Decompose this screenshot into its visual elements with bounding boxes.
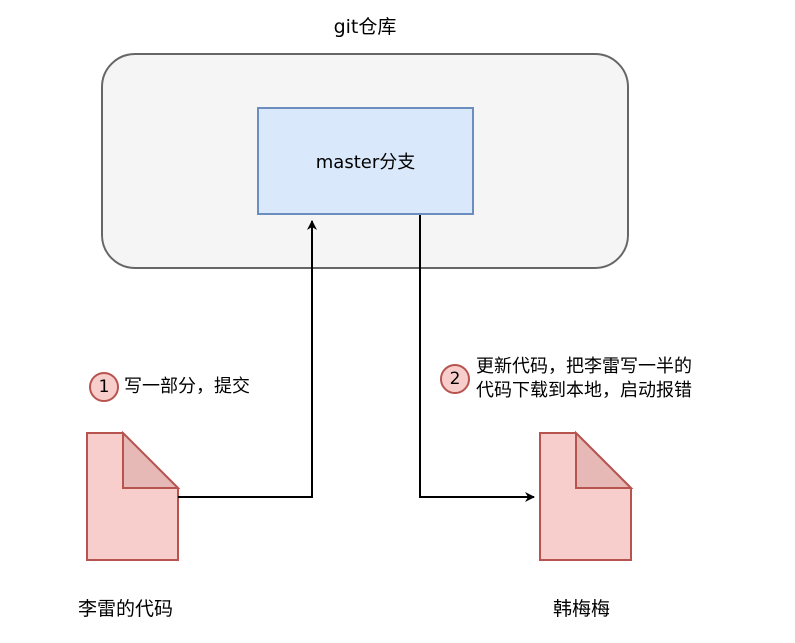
pull-arrow — [419, 215, 535, 502]
step-1-badge: 1 — [89, 372, 119, 402]
lilei-document-icon — [86, 430, 181, 561]
repo-title: git仓库 — [333, 16, 397, 38]
hanmeimei-document-label: 韩梅梅 — [553, 598, 611, 620]
lilei-document-label: 李雷的代码 — [78, 598, 174, 620]
branch-label: master分支 — [315, 152, 416, 173]
step-1-text: 写一部分，提交 — [124, 375, 250, 399]
step-1-number: 1 — [98, 377, 110, 397]
master-branch-node: master分支 — [257, 107, 474, 215]
step-1-line-1: 写一部分，提交 — [124, 376, 250, 397]
step-2-line-2: 代码下载到本地，启动报错 — [476, 380, 692, 401]
hanmeimei-document-icon — [539, 430, 634, 561]
commit-arrow — [178, 220, 317, 498]
step-2-line-1: 更新代码，把李雷写一半的 — [476, 356, 692, 377]
step-2-text: 更新代码，把李雷写一半的 代码下载到本地，启动报错 — [476, 355, 692, 403]
step-2-number: 2 — [449, 369, 461, 389]
step-2-badge: 2 — [440, 364, 470, 394]
